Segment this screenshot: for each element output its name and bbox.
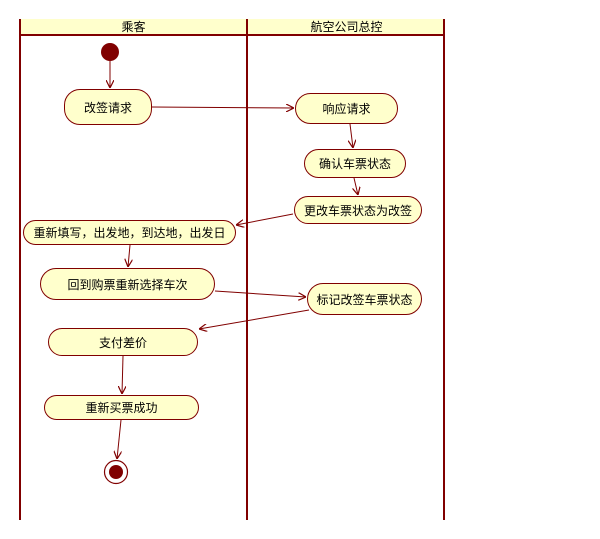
activity-pay-difference[interactable]: 支付差价 (48, 328, 198, 356)
flow-confirm-to-change-status (354, 177, 358, 195)
lane-header-airline-control: 航空公司总控 (248, 19, 445, 36)
flow-change-request-to-respond (151, 107, 294, 108)
lane-header-passenger: 乘客 (19, 19, 248, 36)
activity-refill-info[interactable]: 重新填写，出发地，到达地，出发日 (23, 220, 236, 245)
flow-refill-to-back-to-purchase (128, 244, 130, 267)
flow-mark-to-pay (199, 309, 310, 329)
activity-respond-request[interactable]: 响应请求 (295, 93, 398, 124)
lane-border-right (443, 19, 445, 520)
flow-back-to-purchase-to-mark (214, 290, 306, 297)
activity-change-status-to-rebook[interactable]: 更改车票状态为改签 (294, 196, 422, 224)
activity-change-request[interactable]: 改签请求 (64, 89, 152, 125)
lane-border-left (19, 19, 21, 520)
flow-pay-to-rebuy (122, 355, 123, 394)
final-node-icon (103, 459, 129, 485)
flow-rebuy-to-end (117, 419, 121, 459)
lane-divider (246, 19, 248, 520)
flow-respond-to-confirm (350, 123, 353, 148)
initial-node-icon (101, 43, 119, 61)
activity-back-to-purchase[interactable]: 回到购票重新选择车次 (40, 268, 215, 300)
flow-change-status-to-refill (236, 213, 294, 225)
activity-mark-rebook-status[interactable]: 标记改签车票状态 (307, 283, 422, 315)
activity-confirm-ticket-status[interactable]: 确认车票状态 (304, 149, 406, 178)
activity-rebuy-success[interactable]: 重新买票成功 (44, 395, 199, 420)
